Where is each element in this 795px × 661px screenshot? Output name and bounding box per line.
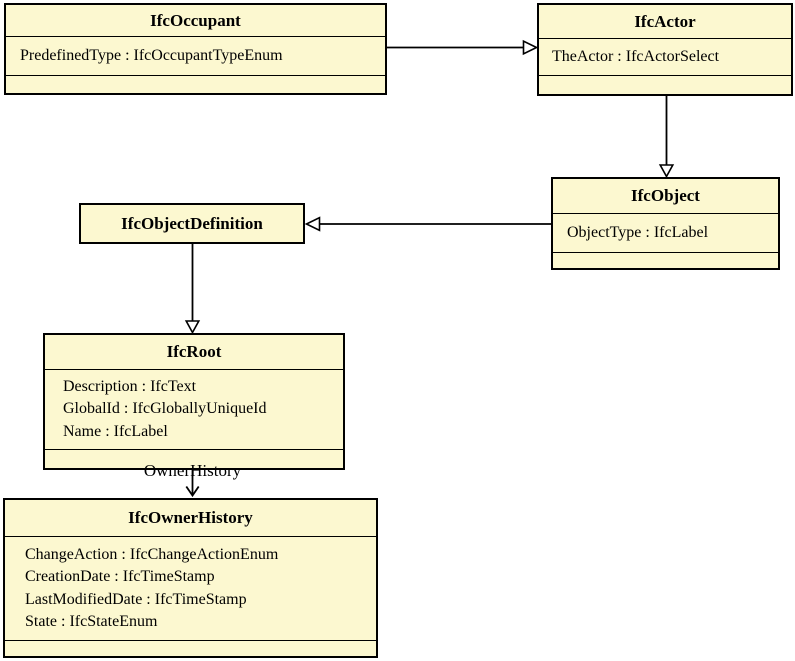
class-box-ifcownerhistory: IfcOwnerHistory ChangeAction : IfcChange… — [3, 498, 378, 658]
attribute-line: LastModifiedDate : IfcTimeStamp — [25, 590, 247, 608]
open-arrowhead — [185, 485, 200, 498]
generalization-arrow-objectdefinition-to-root — [184, 244, 201, 335]
class-title-ifcobject: IfcObject — [553, 179, 778, 214]
hollow-triangle-arrowhead — [522, 39, 539, 56]
attribute-line: ObjectType : IfcLabel — [567, 223, 709, 241]
class-attributes-ifcobject: ObjectType : IfcLabel — [553, 214, 778, 253]
class-operations-empty — [539, 76, 791, 94]
hollow-triangle-arrowhead — [304, 216, 321, 232]
class-box-ifcactor: IfcActor TheActor : IfcActorSelect — [537, 3, 793, 96]
class-title-ifcoccupant: IfcOccupant — [6, 5, 385, 37]
association-label-ownerhistory: OwnerHistory — [143, 461, 242, 480]
class-title-ifcactor: IfcActor — [539, 5, 791, 39]
class-attributes-ifcroot: Description : IfcText GlobalId : IfcGlob… — [45, 370, 343, 450]
class-box-ifcroot: IfcRoot Description : IfcText GlobalId :… — [43, 333, 345, 470]
class-operations-empty — [553, 253, 778, 268]
hollow-triangle-arrowhead — [184, 320, 201, 335]
class-title-ifcroot: IfcRoot — [45, 335, 343, 370]
class-title-ifcobjectdefinition: IfcObjectDefinition — [121, 213, 263, 233]
attribute-line: GlobalId : IfcGloballyUniqueId — [63, 400, 267, 418]
attribute-line: Description : IfcText — [63, 377, 197, 395]
generalization-arrow-occupant-to-actor — [387, 39, 539, 56]
generalization-arrow-object-to-objectdefinition — [304, 216, 551, 232]
class-attributes-ifcoccupant: PredefinedType : IfcOccupantTypeEnum — [6, 37, 385, 76]
generalization-arrow-actor-to-object — [658, 96, 675, 179]
class-box-ifcobjectdefinition: IfcObjectDefinition — [79, 203, 305, 244]
attribute-line: State : IfcStateEnum — [25, 613, 158, 630]
class-operations-empty — [6, 76, 385, 93]
attribute-line: TheActor : IfcActorSelect — [552, 47, 720, 65]
hollow-triangle-arrowhead — [658, 164, 675, 179]
attribute-line: ChangeAction : IfcChangeActionEnum — [25, 545, 279, 563]
class-operations-empty — [5, 641, 376, 656]
class-attributes-ifcactor: TheActor : IfcActorSelect — [539, 39, 791, 76]
class-attributes-ifcownerhistory: ChangeAction : IfcChangeActionEnum Creat… — [5, 537, 376, 641]
class-box-ifcobject: IfcObject ObjectType : IfcLabel — [551, 177, 780, 270]
class-title-ifcownerhistory: IfcOwnerHistory — [5, 500, 376, 537]
attribute-line: Name : IfcLabel — [63, 422, 168, 440]
attribute-line: CreationDate : IfcTimeStamp — [25, 568, 215, 585]
class-box-ifcoccupant: IfcOccupant PredefinedType : IfcOccupant… — [4, 3, 387, 95]
attribute-line: PredefinedType : IfcOccupantTypeEnum — [20, 46, 283, 64]
